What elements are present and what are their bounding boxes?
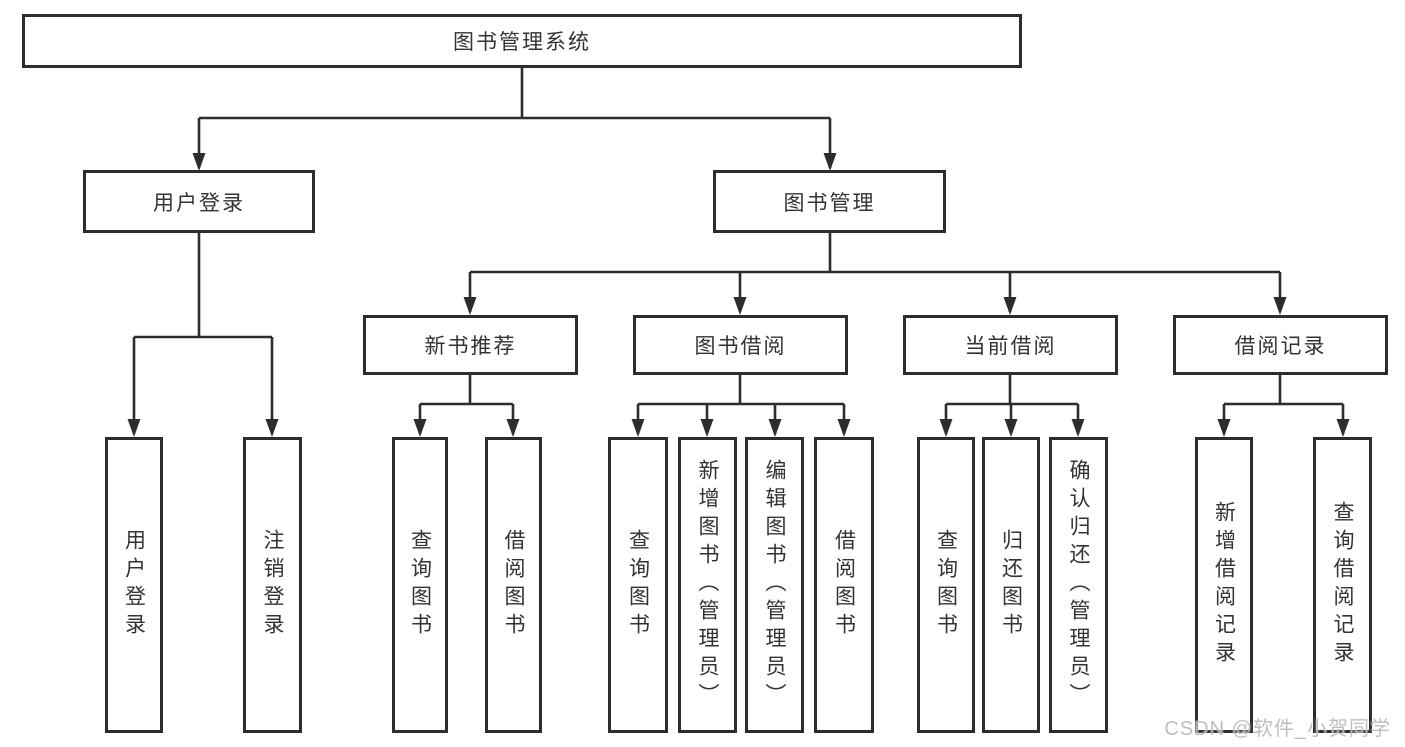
node-label: 新增借阅记录: [1212, 501, 1236, 669]
node-leaf-query-book-3: 查询图书: [917, 437, 975, 733]
node-label: 当前借阅: [964, 335, 1057, 358]
node-label: 图书管理: [783, 191, 876, 215]
node-leaf-logout: 注销登录: [243, 437, 302, 733]
node-label: 查询图书: [934, 529, 958, 641]
node-label: 查询图书: [626, 529, 650, 641]
node-label: 用户登录: [153, 191, 245, 215]
node-leaf-edit-book-admin: 编辑图书（管理员）: [745, 437, 804, 733]
node-leaf-add-book-admin: 新增图书（管理员）: [678, 437, 737, 733]
node-label: 确认归还（管理员）: [1067, 459, 1090, 711]
node-user-login-module: 用户登录: [83, 170, 315, 233]
node-leaf-user-login: 用户登录: [105, 437, 163, 733]
node-leaf-confirm-return-admin: 确认归还（管理员）: [1049, 437, 1108, 733]
node-leaf-query-book-1: 查询图书: [392, 437, 448, 733]
node-leaf-borrow-book-2: 借阅图书: [814, 437, 874, 733]
node-leaf-borrow-book-1: 借阅图书: [485, 437, 542, 733]
node-label: 新增图书（管理员）: [696, 459, 719, 711]
node-root-library-system: 图书管理系统: [22, 14, 1022, 68]
node-label: 借阅图书: [502, 529, 525, 641]
node-label: 用户登录: [122, 529, 146, 641]
node-label: 编辑图书（管理员）: [763, 459, 786, 711]
csdn-watermark: CSDN @软件_小贺同学: [1164, 718, 1391, 740]
node-label: 图书借阅: [694, 335, 787, 358]
node-label: 注销登录: [261, 529, 284, 641]
node-leaf-add-borrow-record: 新增借阅记录: [1195, 437, 1253, 733]
node-label: 归还图书: [999, 529, 1023, 641]
node-new-book-recommend: 新书推荐: [363, 315, 578, 375]
node-current-borrow: 当前借阅: [903, 315, 1118, 375]
node-label: 查询图书: [408, 529, 432, 641]
node-leaf-query-book-2: 查询图书: [608, 437, 668, 733]
node-borrow-record: 借阅记录: [1173, 315, 1388, 375]
node-leaf-return-book: 归还图书: [982, 437, 1040, 733]
node-label: 借阅记录: [1234, 335, 1327, 358]
node-label: 图书管理系统: [453, 31, 591, 54]
node-label: 查询借阅记录: [1331, 501, 1354, 669]
node-label: 借阅图书: [832, 529, 856, 641]
node-book-management-module: 图书管理: [713, 170, 946, 233]
node-book-borrow: 图书借阅: [633, 315, 848, 375]
node-leaf-query-borrow-record: 查询借阅记录: [1313, 437, 1372, 733]
node-label: 新书推荐: [424, 335, 517, 358]
